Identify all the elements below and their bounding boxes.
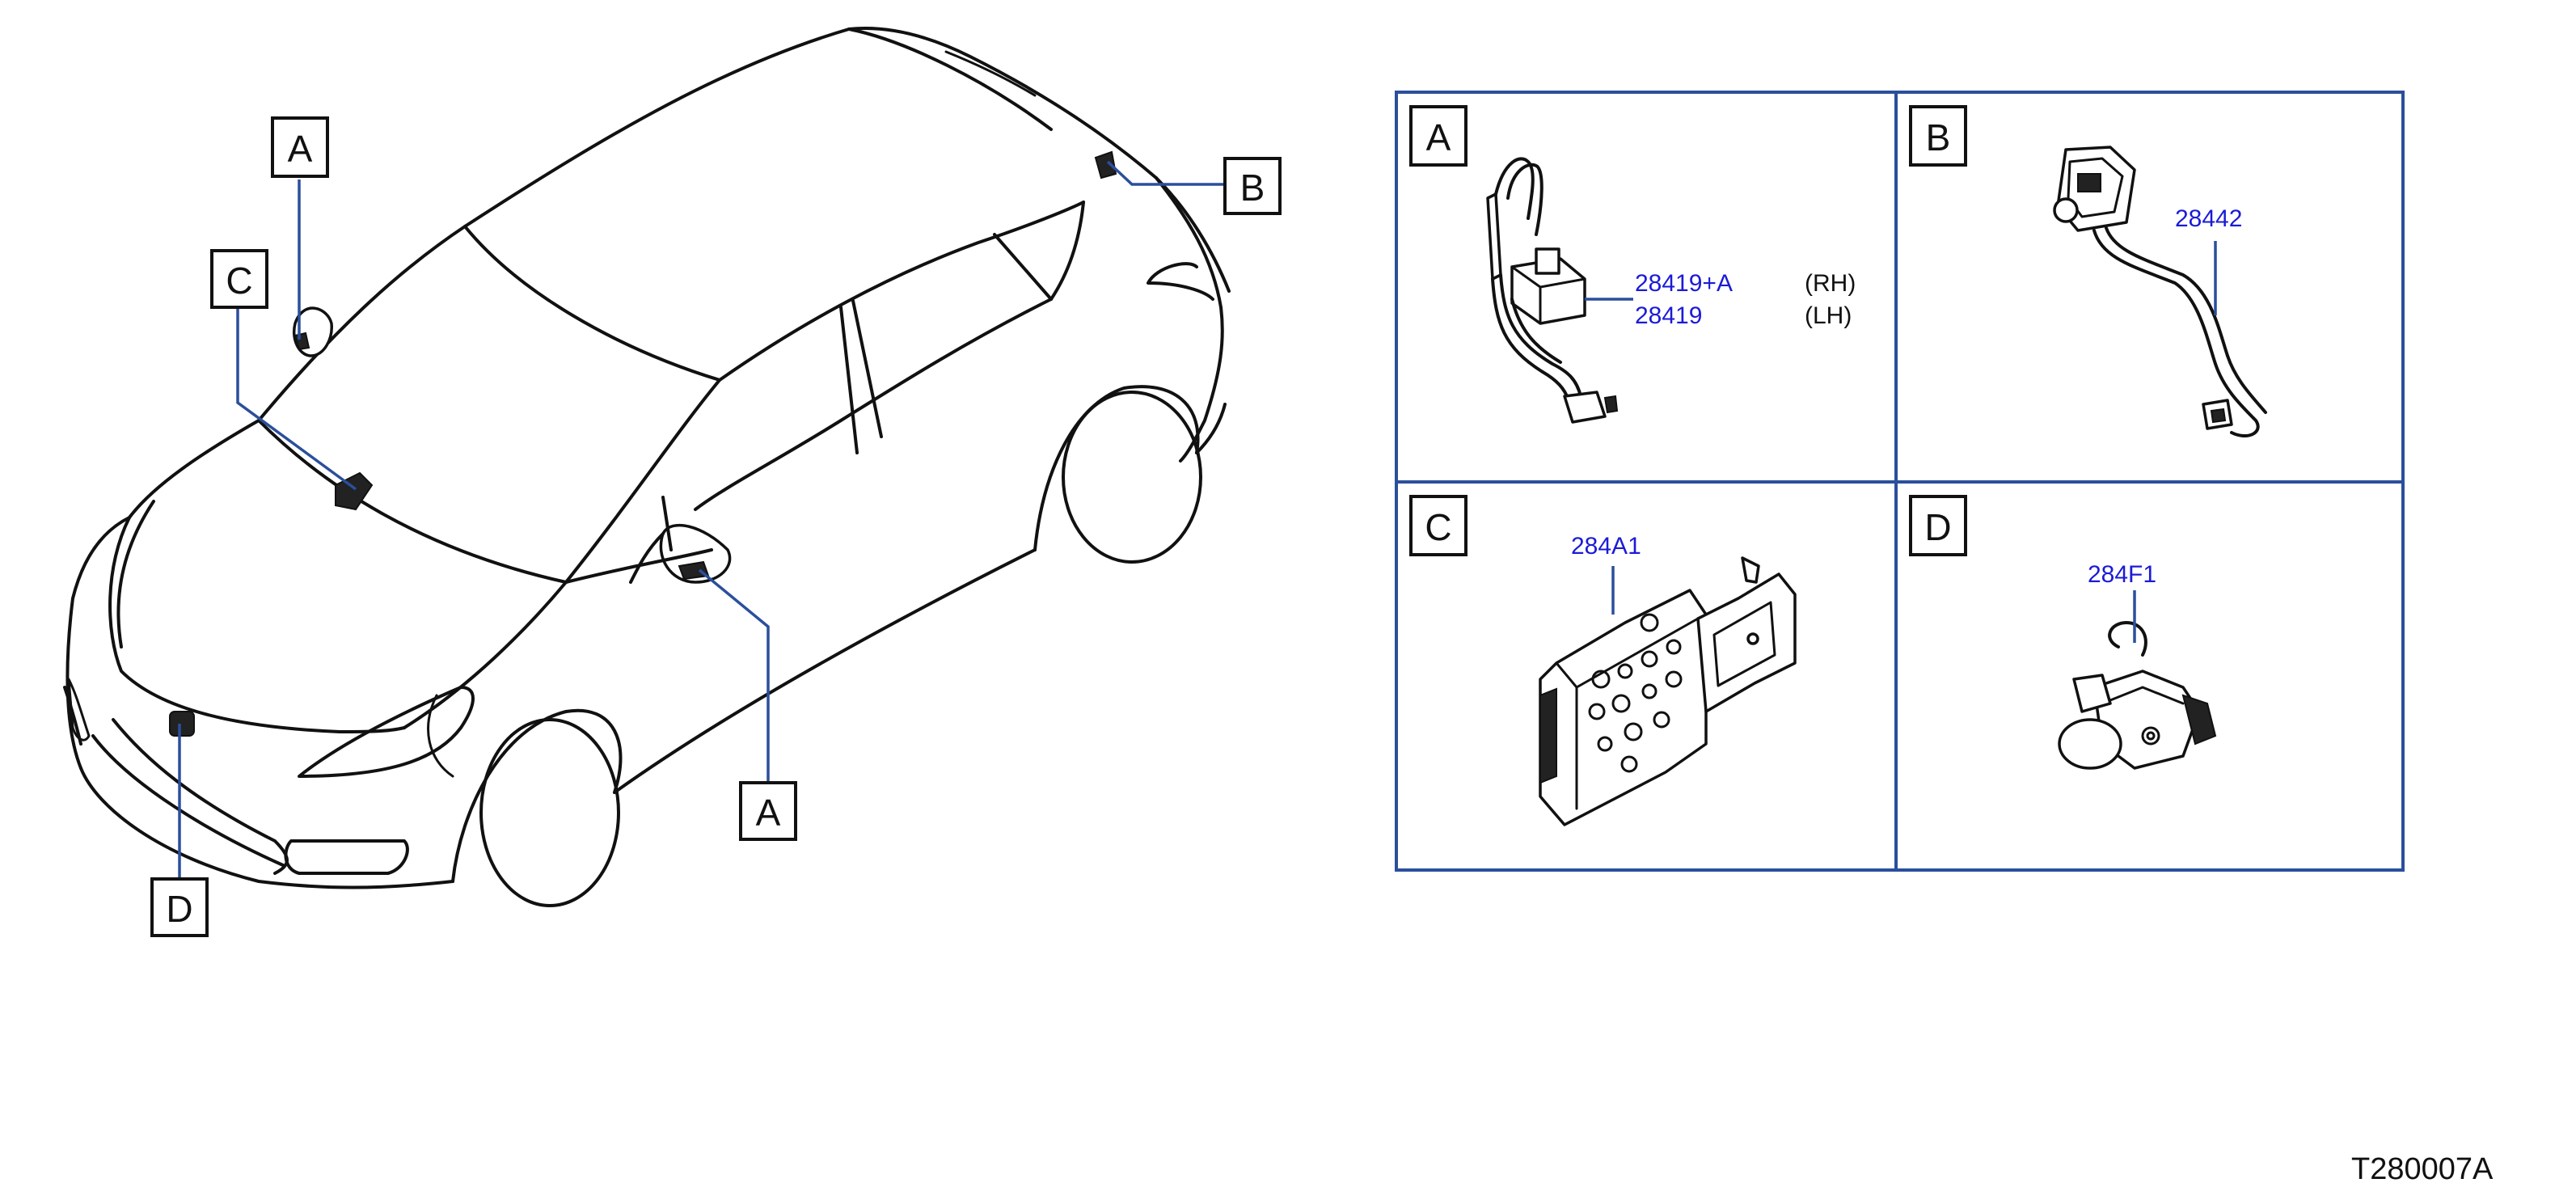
callout-label: D [166,888,192,930]
part-number: 284F1 [2088,561,2156,588]
front-sensor-part-icon [2058,621,2217,770]
panel-letter: B [1926,116,1951,158]
panel-b: B 28442 [1909,105,2267,437]
panel-a: A 28419+A 28419 (RH) (LH) [1409,105,1856,424]
side-note: (LH) [1805,302,1852,329]
rear-sensor-icon [1094,150,1117,180]
callout-label: A [288,128,313,170]
callout-a-mirror-right: A [739,781,797,841]
panel-letter: D [1924,506,1951,548]
front-grille-sensor-icon [169,711,195,737]
callout-label: A [756,792,781,834]
panel-letter: C [1425,506,1451,548]
part-number: 28419 [1635,302,1702,329]
windshield-sensor-part-icon [1539,556,1797,826]
right-mirror-sensor-icon [678,560,710,581]
panel-letter: A [1426,116,1451,158]
callout-a-mirror-left: A [271,116,329,178]
part-number: 28419+A [1635,270,1733,297]
vehicle-illustration [63,27,1231,907]
part-number: 28442 [2175,205,2242,232]
sensor-harness-part-icon [1486,157,1619,424]
callout-d-front-grille: D [150,877,209,937]
callout-c-windshield: C [210,249,268,309]
panel-d: D 284F1 [1909,495,2217,770]
side-note: (RH) [1805,270,1856,297]
callout-label: C [226,260,252,302]
callout-label: B [1240,167,1265,209]
figure-code: T280007A [2351,1152,2494,1186]
detail-panel-grid [1395,91,2405,872]
part-number: 284A1 [1571,533,1641,560]
callout-b-rear: B [1223,157,1282,215]
panel-c: C 284A1 [1409,495,1797,826]
vehicle-leader-lines [178,160,1225,879]
rear-sensor-part-icon [2053,146,2267,437]
